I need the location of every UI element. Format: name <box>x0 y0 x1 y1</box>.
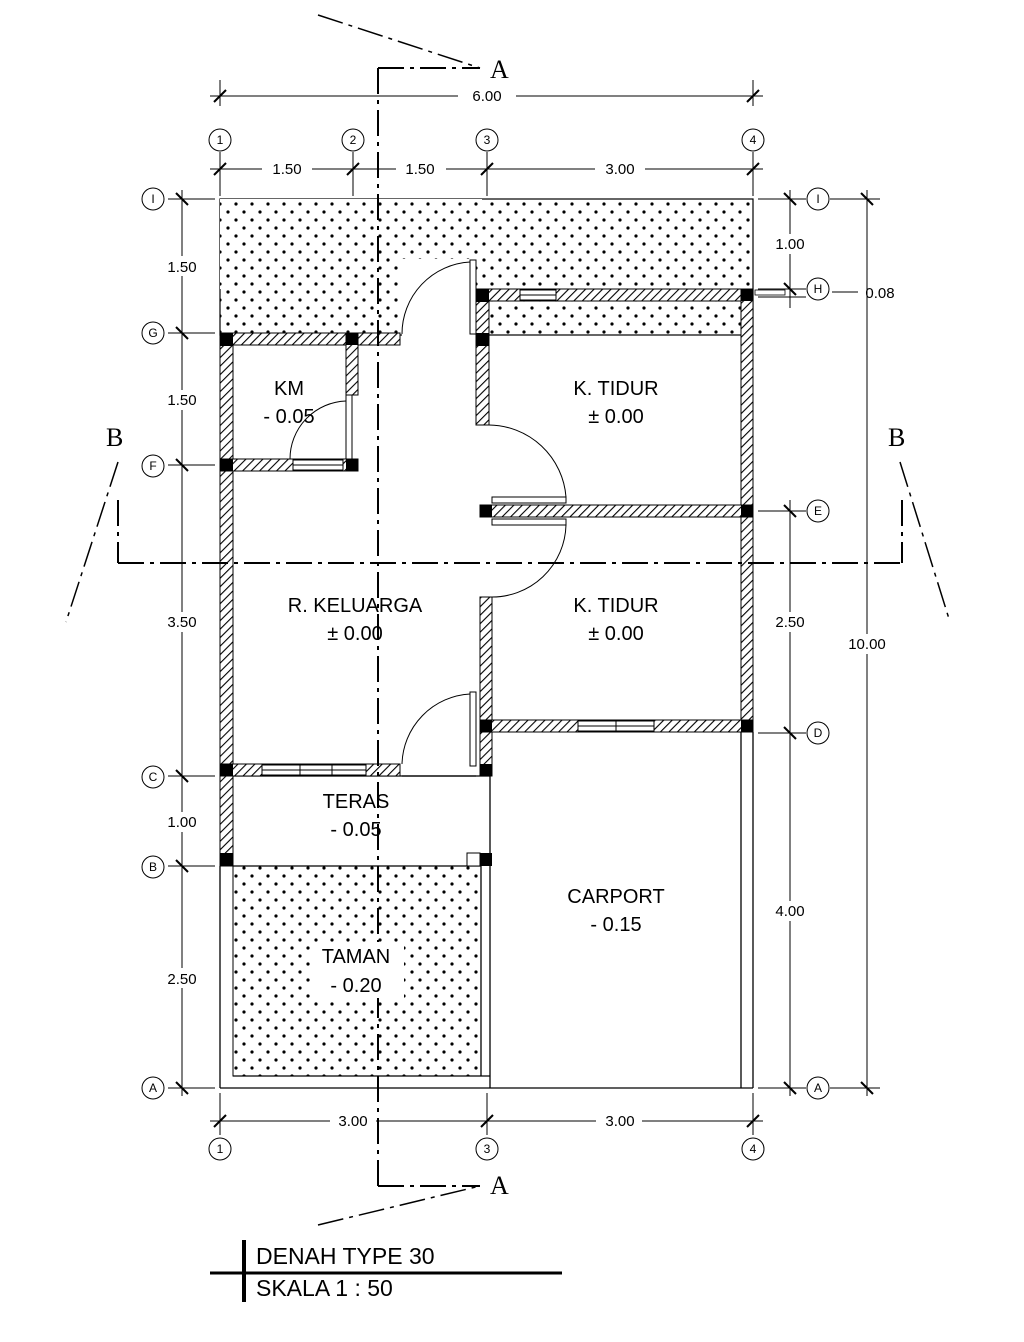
grid-row-A-left: A <box>149 1081 157 1095</box>
dim-top-total: 6.00 <box>472 88 501 105</box>
room-tidur-1-level: ± 0.00 <box>588 406 643 428</box>
grid-row-F-left: F <box>149 459 156 473</box>
dim-right-E-D: 2.50 <box>775 614 804 631</box>
dim-left-I-G: 1.50 <box>167 259 196 276</box>
room-taman-name: TAMAN <box>322 946 391 968</box>
grid-col-3-bottom: 3 <box>484 1142 491 1156</box>
dim-right-I-H: 1.00 <box>775 236 804 253</box>
walls <box>219 288 754 867</box>
room-teras-level: - 0.05 <box>330 819 381 841</box>
grid-row-I-right: I <box>816 192 819 206</box>
grid-row-G-left: G <box>148 326 157 340</box>
dim-left-B-A: 2.50 <box>167 971 196 988</box>
room-keluarga-name: R. KELUARGA <box>288 595 423 617</box>
grid-row-I-left: I <box>151 192 154 206</box>
section-lines <box>65 14 951 1226</box>
doors <box>289 259 567 767</box>
dim-top-2-3: 1.50 <box>405 161 434 178</box>
dim-left-F-C: 3.50 <box>167 614 196 631</box>
grid-col-4-top: 4 <box>750 133 757 147</box>
dimension-labels: 6.00 1.50 1.50 3.00 3.00 3.00 1.50 1.50 … <box>160 86 895 1130</box>
section-a-top-label: A <box>490 55 509 84</box>
room-tidur-1-name: K. TIDUR <box>573 378 658 400</box>
grid-bubbles <box>141 128 830 1161</box>
section-a-bottom-label: A <box>490 1171 509 1200</box>
grid-row-E-right: E <box>814 504 822 518</box>
structural-columns <box>220 289 753 867</box>
grid-col-1-top: 1 <box>217 133 224 147</box>
room-carport-name: CARPORT <box>567 886 664 908</box>
grid-row-H-right: H <box>814 282 823 296</box>
grid-col-2-top: 2 <box>350 133 357 147</box>
grid-row-B-left: B <box>149 860 157 874</box>
grid-row-D-right: D <box>814 726 823 740</box>
title-block: DENAH TYPE 30 SKALA 1 : 50 <box>210 1240 562 1302</box>
dim-bottom-3-4: 3.00 <box>605 1113 634 1130</box>
room-km-name: KM <box>274 378 304 400</box>
room-taman-level: - 0.20 <box>330 975 381 997</box>
room-keluarga-level: ± 0.00 <box>327 623 382 645</box>
room-teras-name: TERAS <box>323 791 390 813</box>
room-carport-level: - 0.15 <box>590 914 641 936</box>
dim-left-G-F: 1.50 <box>167 392 196 409</box>
dim-top-3-4: 3.00 <box>605 161 634 178</box>
room-labels: KM - 0.05 K. TIDUR ± 0.00 R. KELUARGA ± … <box>263 378 665 998</box>
grid-col-4-bottom: 4 <box>750 1142 757 1156</box>
dim-right-H: 0.08 <box>865 285 894 302</box>
dim-left-C-B: 1.00 <box>167 814 196 831</box>
grid-row-C-left: C <box>149 770 158 784</box>
room-km-level: - 0.05 <box>263 406 314 428</box>
section-b-left-label: B <box>106 423 123 452</box>
dim-right-total: 10.00 <box>848 636 886 653</box>
grid-labels: 1 2 3 4 1 3 4 I G F C B A I H E D A <box>148 133 822 1156</box>
dim-bottom-1-3: 3.00 <box>338 1113 367 1130</box>
grid-row-A-right: A <box>814 1081 822 1095</box>
room-tidur-2-level: ± 0.00 <box>588 623 643 645</box>
section-b-right-label: B <box>888 423 905 452</box>
dim-right-D-A: 4.00 <box>775 903 804 920</box>
grid-col-3-top: 3 <box>484 133 491 147</box>
grid-col-1-bottom: 1 <box>217 1142 224 1156</box>
drawing-title: DENAH TYPE 30 <box>256 1243 435 1269</box>
drawing-scale: SKALA 1 : 50 <box>256 1275 393 1301</box>
windows <box>261 289 786 776</box>
room-tidur-2-name: K. TIDUR <box>573 595 658 617</box>
dim-top-1-2: 1.50 <box>272 161 301 178</box>
